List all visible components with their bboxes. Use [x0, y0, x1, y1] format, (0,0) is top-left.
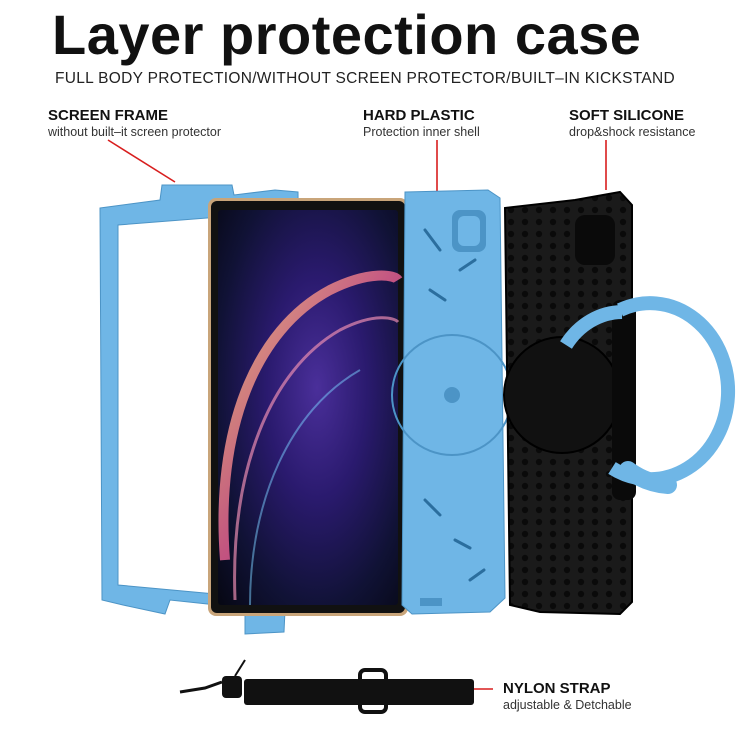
- nylon-strap-title: NYLON STRAP: [503, 680, 611, 697]
- soft-silicone-desc: drop&shock resistance: [569, 125, 696, 139]
- nylon-strap-part: [179, 659, 474, 714]
- nylon-strap-desc: adjustable & Detchable: [503, 698, 632, 712]
- hard-plastic-title: HARD PLASTIC: [363, 107, 475, 124]
- tablet-part: [208, 198, 408, 616]
- screen-frame-title: SCREEN FRAME: [48, 107, 169, 124]
- soft-silicone-part: [503, 190, 636, 616]
- page-title: Layer protection case: [52, 3, 642, 66]
- hard-plastic-desc: Protection inner shell: [363, 125, 480, 139]
- page-subtitle: FULL BODY PROTECTION/WITHOUT SCREEN PROT…: [55, 70, 676, 87]
- soft-silicone-title: SOFT SILICONE: [569, 107, 685, 124]
- screen-frame-desc: without built–it screen protector: [48, 125, 222, 139]
- hard-plastic-shell-part: [391, 189, 513, 615]
- screen-frame-callout-line: [107, 139, 176, 183]
- rotating-ring-handle: [560, 296, 736, 494]
